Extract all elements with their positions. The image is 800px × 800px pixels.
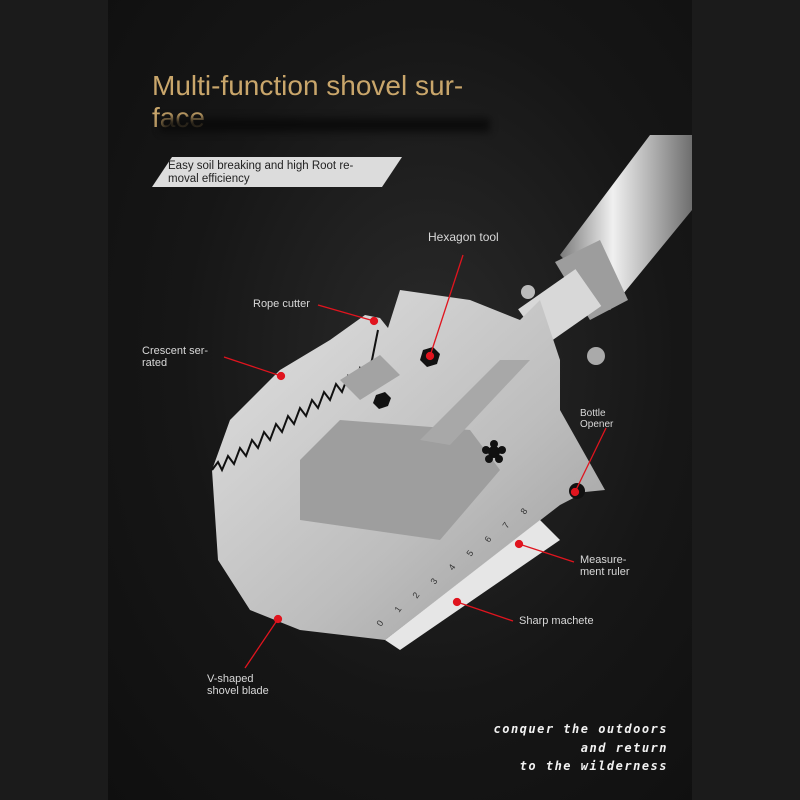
slogan-line-1: conquer the outdoors xyxy=(493,722,668,736)
svg-text:0: 0 xyxy=(374,618,385,628)
title-shadow xyxy=(160,118,490,132)
callout-bottle-opener: Bottle Opener xyxy=(580,408,613,430)
subtitle-text: Easy soil breaking and high Root re- mov… xyxy=(168,160,398,186)
shovel-blade xyxy=(211,290,605,650)
callout-measurement-ruler: Measure- ment ruler xyxy=(580,554,630,578)
callout-crescent-serrated-line-2: rated xyxy=(142,357,168,369)
callout-hexagon-tool: Hexagon tool xyxy=(428,230,499,244)
callout-v-shaped-blade: V-shaped shovel blade xyxy=(207,673,269,697)
svg-text:8: 8 xyxy=(518,506,529,516)
slogan-line-2: and return xyxy=(580,741,668,755)
svg-text:6: 6 xyxy=(482,534,493,544)
callout-rope-cutter: Rope cutter xyxy=(253,298,310,310)
svg-text:4: 4 xyxy=(446,562,457,572)
callout-measurement-ruler-line-1: Measure- xyxy=(580,554,627,566)
subtitle-banner xyxy=(152,157,402,187)
callout-v-shaped-blade-line-1: V-shaped xyxy=(207,673,254,685)
callout-measurement-ruler-line-2: ment ruler xyxy=(580,566,630,578)
title-line-1: Multi-function shovel sur- xyxy=(152,70,464,101)
svg-text:3: 3 xyxy=(428,576,439,586)
callout-v-shaped-blade-line-2: shovel blade xyxy=(207,685,269,697)
star-hole xyxy=(482,440,506,463)
svg-text:5: 5 xyxy=(464,548,475,558)
ruler: 0 1 2 3 4 5 6 7 8 xyxy=(374,506,529,628)
callout-crescent-serrated: Crescent ser- rated xyxy=(142,345,208,369)
svg-text:7: 7 xyxy=(500,520,511,530)
slogan-line-3: to the wilderness xyxy=(519,759,668,773)
svg-text:1: 1 xyxy=(392,604,403,614)
subtitle-line-1: Easy soil breaking and high Root re- xyxy=(168,160,354,172)
callout-lines xyxy=(223,254,607,669)
callout-crescent-serrated-line-1: Crescent ser- xyxy=(142,345,209,357)
subtitle-line-2: moval efficiency xyxy=(168,173,250,185)
callout-bottle-opener-line-2: Opener xyxy=(580,419,614,430)
svg-text:2: 2 xyxy=(410,590,421,600)
callout-bottle-opener-line-1: Bottle xyxy=(580,408,606,419)
callout-sharp-machete: Sharp machete xyxy=(519,615,594,627)
